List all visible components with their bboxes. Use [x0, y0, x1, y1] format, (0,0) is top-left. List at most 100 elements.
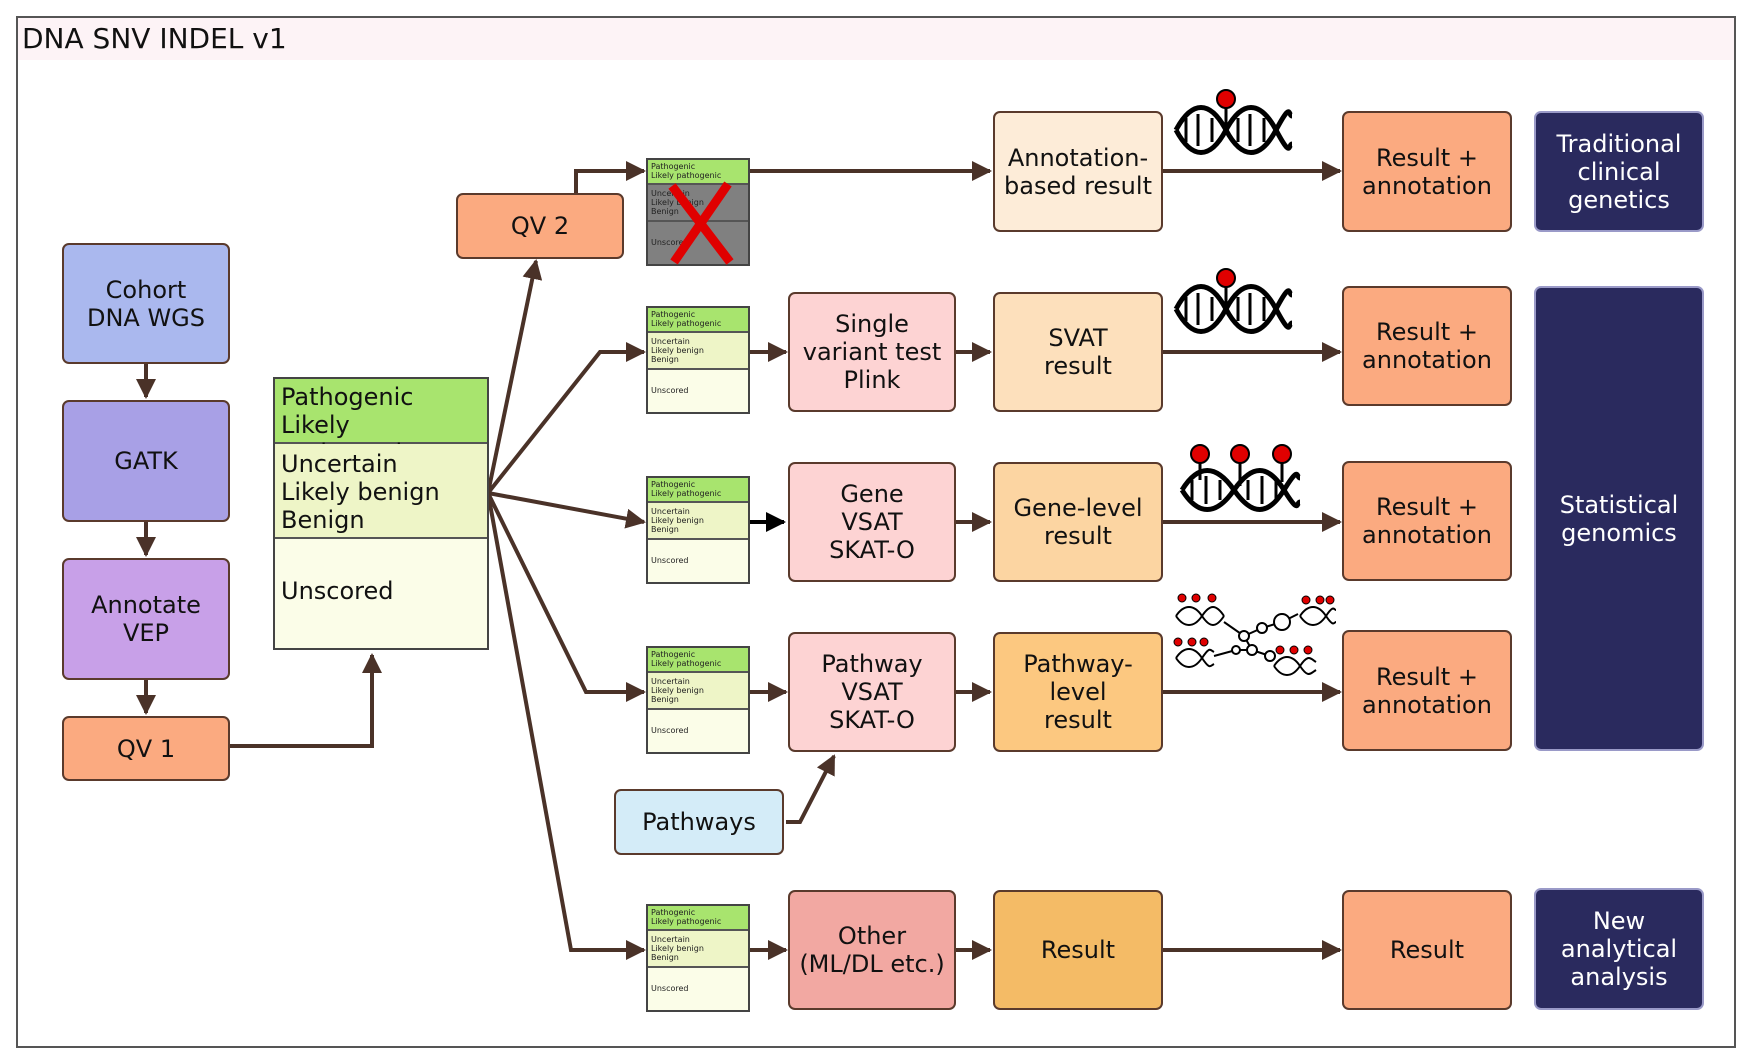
statistical-label: Statistical genomics — [1559, 490, 1679, 547]
classification-svat: Pathogenic Likely pathogenic Uncertain L… — [646, 306, 750, 414]
svat-result-label: SVAT result — [1044, 324, 1112, 380]
dna-multi-variant-icon — [1179, 444, 1302, 512]
other-ml-dl-label: Other (ML/DL etc.) — [799, 922, 945, 978]
mini-unscored-band: Unscored — [648, 968, 748, 1010]
output-other-label: Result — [1389, 936, 1465, 964]
annotation-based-result-label: Annotation- based result — [1004, 143, 1152, 200]
arrow-to-pathway-class — [486, 492, 646, 702]
gatk-node[interactable]: GATK — [62, 400, 230, 522]
mini-pathogenic-band: Pathogenic Likely pathogenic — [648, 160, 748, 185]
mini-unscored-band: Unscored — [648, 710, 748, 752]
gene-vsat-node[interactable]: Gene VSAT SKAT-O — [788, 462, 956, 582]
dna-single-variant-icon — [1173, 268, 1294, 334]
uncertain-band: Uncertain Likely benign Benign — [275, 444, 487, 539]
mini-unscored-label: Unscored — [651, 726, 689, 735]
mini-uncertain-band: Uncertain Likely benign Benign — [648, 673, 748, 710]
annotate-vep-label: Annotate VEP — [91, 591, 201, 647]
uncertain-label: Uncertain Likely benign Benign — [281, 450, 440, 534]
gene-level-result-label: Gene-level result — [1013, 494, 1143, 550]
category-new-analytical-analysis[interactable]: New analytical analysis — [1534, 888, 1704, 1010]
annotate-vep-node[interactable]: Annotate VEP — [62, 558, 230, 680]
pathway-network-icon — [1173, 593, 1337, 676]
dna-single-variant-icon — [1173, 89, 1294, 155]
qv2-label: QV 2 — [510, 212, 570, 240]
output-annotation-node[interactable]: Result + annotation — [1342, 111, 1512, 232]
unscored-label: Unscored — [281, 577, 394, 605]
output-pathway-label: Result + annotation — [1362, 662, 1492, 719]
mini-pathogenic-band: Pathogenic Likely pathogenic — [648, 648, 748, 673]
mini-uncertain-label: Uncertain Likely benign Benign — [651, 507, 704, 534]
arrow-qv2-class — [574, 161, 646, 193]
pathways-label: Pathways — [642, 808, 756, 836]
classification-other: Pathogenic Likely pathogenic Uncertain L… — [646, 904, 750, 1012]
qv2-node[interactable]: QV 2 — [456, 193, 624, 259]
mini-pathogenic-label: Pathogenic Likely pathogenic — [651, 310, 722, 328]
mini-uncertain-label: Uncertain Likely benign Benign — [651, 677, 704, 704]
arrow-pathways-method — [786, 754, 836, 824]
annotation-based-result-node[interactable]: Annotation- based result — [993, 111, 1163, 232]
mini-uncertain-band: Uncertain Likely benign Benign — [648, 333, 748, 370]
arrow-to-svat-class — [486, 342, 646, 495]
svat-result-node[interactable]: SVAT result — [993, 292, 1163, 412]
mini-unscored-label: Unscored — [651, 386, 689, 395]
cohort-label: Cohort DNA WGS — [86, 275, 206, 332]
mini-pathogenic-band: Pathogenic Likely pathogenic — [648, 308, 748, 333]
traditional-label: Traditional clinical genetics — [1556, 129, 1682, 214]
unscored-band: Unscored — [275, 539, 487, 648]
output-gene-node[interactable]: Result + annotation — [1342, 461, 1512, 581]
output-pathway-node[interactable]: Result + annotation — [1342, 630, 1512, 751]
mini-unscored-band: Unscored — [648, 370, 748, 412]
output-svat-label: Result + annotation — [1362, 318, 1492, 374]
category-traditional-clinical-genetics[interactable]: Traditional clinical genetics — [1534, 111, 1704, 232]
mini-pathogenic-label: Pathogenic Likely pathogenic — [651, 162, 722, 180]
pathway-vsat-label: Pathway VSAT SKAT-O — [821, 650, 923, 734]
gatk-label: GATK — [114, 447, 178, 475]
pathway-level-result-node[interactable]: Pathway-level result — [993, 632, 1163, 752]
mini-pathogenic-label: Pathogenic Likely pathogenic — [651, 480, 722, 498]
gene-vsat-label: Gene VSAT SKAT-O — [829, 480, 915, 564]
mini-uncertain-band: Uncertain Likely benign Benign — [648, 503, 748, 540]
arrow-qv1-classification — [230, 653, 382, 748]
mini-unscored-label: Unscored — [651, 556, 689, 565]
mini-unscored-band: Unscored — [648, 540, 748, 582]
pathway-level-result-label: Pathway-level result — [1023, 650, 1133, 734]
qv1-node[interactable]: QV 1 — [62, 716, 230, 781]
mini-uncertain-band: Uncertain Likely benign Benign — [648, 931, 748, 968]
classification-filtered: Pathogenic Likely pathogenic Uncertain L… — [646, 158, 750, 266]
gene-level-result-node[interactable]: Gene-level result — [993, 462, 1163, 582]
new-analytical-label: New analytical analysis — [1560, 907, 1678, 991]
output-svat-node[interactable]: Result + annotation — [1342, 286, 1512, 406]
diagram-title: DNA SNV INDEL v1 — [22, 22, 287, 55]
qv1-label: QV 1 — [116, 734, 176, 763]
reject-cross-icon — [668, 181, 734, 265]
output-annotation-label: Result + annotation — [1362, 143, 1492, 200]
classification-table: Pathogenic Likely pathogenic Uncertain L… — [273, 377, 489, 650]
pathway-vsat-node[interactable]: Pathway VSAT SKAT-O — [788, 632, 956, 752]
mini-pathogenic-band: Pathogenic Likely pathogenic — [648, 906, 748, 931]
pathways-node[interactable]: Pathways — [614, 789, 784, 855]
output-gene-label: Result + annotation — [1362, 493, 1492, 549]
other-result-label: Result — [1040, 936, 1116, 964]
category-statistical-genomics[interactable]: Statistical genomics — [1534, 286, 1704, 751]
arrow-to-gene-class — [487, 491, 646, 529]
title-bar — [18, 18, 1734, 60]
arrow-to-qv2 — [486, 259, 543, 494]
other-result-node[interactable]: Result — [993, 890, 1163, 1010]
other-ml-dl-node[interactable]: Other (ML/DL etc.) — [788, 890, 956, 1010]
single-variant-test-node[interactable]: Single variant test Plink — [788, 292, 956, 412]
classification-gene: Pathogenic Likely pathogenic Uncertain L… — [646, 476, 750, 584]
mini-pathogenic-label: Pathogenic Likely pathogenic — [651, 650, 722, 668]
arrow-to-other-class — [486, 492, 646, 960]
output-other-node[interactable]: Result — [1342, 890, 1512, 1010]
classification-pathway: Pathogenic Likely pathogenic Uncertain L… — [646, 646, 750, 754]
mini-pathogenic-label: Pathogenic Likely pathogenic — [651, 908, 722, 926]
mini-uncertain-label: Uncertain Likely benign Benign — [651, 337, 704, 364]
mini-unscored-label: Unscored — [651, 984, 689, 993]
cohort-dna-wgs-node[interactable]: Cohort DNA WGS — [62, 243, 230, 364]
single-variant-test-label: Single variant test Plink — [802, 310, 942, 394]
mini-uncertain-label: Uncertain Likely benign Benign — [651, 935, 704, 962]
pathogenic-band: Pathogenic Likely pathogenic — [275, 379, 487, 467]
mini-pathogenic-band: Pathogenic Likely pathogenic — [648, 478, 748, 503]
mini-unscored-label: Unscored — [651, 238, 689, 247]
